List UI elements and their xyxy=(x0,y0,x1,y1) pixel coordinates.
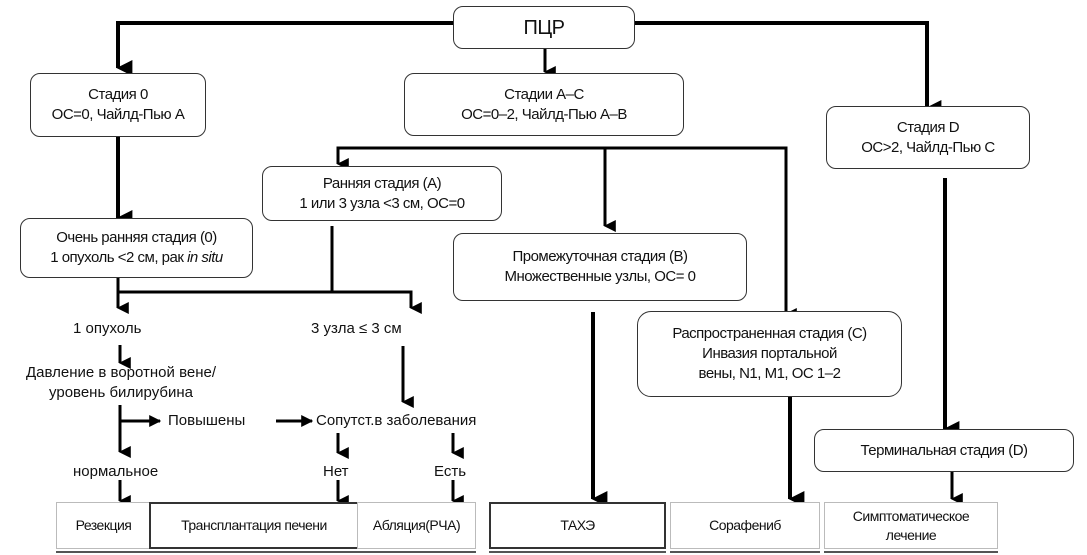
label-pressure-line2: уровень билирубина xyxy=(49,384,193,401)
treatment-sorafenib: Сорафениб xyxy=(670,502,820,549)
treatment-resection-label: Резекция xyxy=(75,517,132,533)
treatment-tace-label: ТАХЭ xyxy=(560,517,595,533)
very-early-subtitle: 1 опухоль <2 см, рак in situ xyxy=(50,248,223,268)
divider-1 xyxy=(56,551,476,553)
label-normal: нормальное xyxy=(73,463,159,480)
treatment-transplant-label: Трансплантация печени xyxy=(181,517,327,533)
stage-0-subtitle: ОС=0, Чайлд-Пью А xyxy=(51,106,185,123)
label-three-nodes: 3 узла ≤ 3 см xyxy=(311,320,402,337)
connector-veryearly-merge xyxy=(116,276,422,314)
label-pressure: Давление в воротной вене/ уровень билиру… xyxy=(26,363,216,403)
early-stage-node: Ранняя стадия (А) 1 или 3 узла <3 см, ОС… xyxy=(262,166,502,221)
divider-4 xyxy=(824,551,998,553)
treatment-symptomatic: Симптоматическое лечение xyxy=(824,502,998,549)
intermediate-subtitle: Множественные узлы, ОС= 0 xyxy=(504,268,696,285)
stage-d-subtitle: ОС>2, Чайлд-Пью С xyxy=(861,138,995,156)
treatment-symptomatic-line2: лечение xyxy=(885,526,937,543)
intermediate-stage-node: Промежуточная стадия (В) Множественные у… xyxy=(453,233,747,301)
treatment-sorafenib-label: Сорафениб xyxy=(709,517,781,533)
advanced-line2: Инвазия портальной xyxy=(702,345,837,362)
divider-3 xyxy=(670,551,820,553)
label-yes: Есть xyxy=(434,463,467,480)
very-early-stage-node: Очень ранняя стадия (0) 1 опухоль <2 см,… xyxy=(20,218,253,278)
label-pressure-line1: Давление в воротной вене/ xyxy=(26,364,217,381)
treatment-ablation-label: Абляция(РЧА) xyxy=(372,517,461,533)
early-subtitle: 1 или 3 узла <3 см, ОС=0 xyxy=(299,194,465,212)
advanced-line3: вены, N1, M1, ОС 1–2 xyxy=(698,365,841,382)
stage-0-title: Стадия 0 xyxy=(88,86,148,103)
stage-a-c-node: Стадии А–С ОС=0–2, Чайлд-Пью А–В xyxy=(404,73,684,136)
treatment-transplant: Трансплантация печени xyxy=(149,502,359,549)
stage-0-node: Стадия 0 ОС=0, Чайлд-Пью А xyxy=(30,73,206,137)
label-no: Нет xyxy=(323,463,349,480)
root-label: ПЦР xyxy=(523,16,565,39)
stage-a-c-title: Стадии А–С xyxy=(504,85,584,103)
stage-d-title: Стадия D xyxy=(896,118,960,136)
label-one-tumor: 1 опухоль xyxy=(73,320,142,337)
terminal-title: Терминальная стадия (D) xyxy=(860,441,1028,459)
advanced-title: Распространенная стадия (С) xyxy=(672,325,867,342)
divider-2 xyxy=(489,551,666,553)
treatment-tace: ТАХЭ xyxy=(489,502,666,549)
treatment-ablation: Абляция(РЧА) xyxy=(357,502,476,549)
connector-root-stage0 xyxy=(116,21,453,76)
intermediate-title: Промежуточная стадия (В) xyxy=(512,248,688,265)
treatment-symptomatic-line1: Симптоматическое xyxy=(852,507,970,524)
advanced-stage-node: Распространенная стадия (С) Инвазия порт… xyxy=(637,311,902,397)
connector-root-stageD xyxy=(635,21,942,116)
terminal-stage-node: Терминальная стадия (D) xyxy=(814,429,1074,472)
early-title: Ранняя стадия (А) xyxy=(322,174,442,192)
very-early-subtitle-italic: in situ xyxy=(187,249,223,266)
very-early-subtitle-text: 1 опухоль <2 см, рак xyxy=(50,249,188,266)
label-elevated: Повышены xyxy=(168,412,246,429)
treatment-resection: Резекция xyxy=(56,502,151,549)
root-node-hcc: ПЦР xyxy=(453,6,635,49)
very-early-title: Очень ранняя стадия (0) xyxy=(56,229,217,246)
stage-d-node: Стадия D ОС>2, Чайлд-Пью С xyxy=(826,106,1030,169)
stage-a-c-subtitle: ОС=0–2, Чайлд-Пью А–В xyxy=(461,105,627,123)
label-comorbid: Сопутст.в заболевания xyxy=(316,412,477,429)
